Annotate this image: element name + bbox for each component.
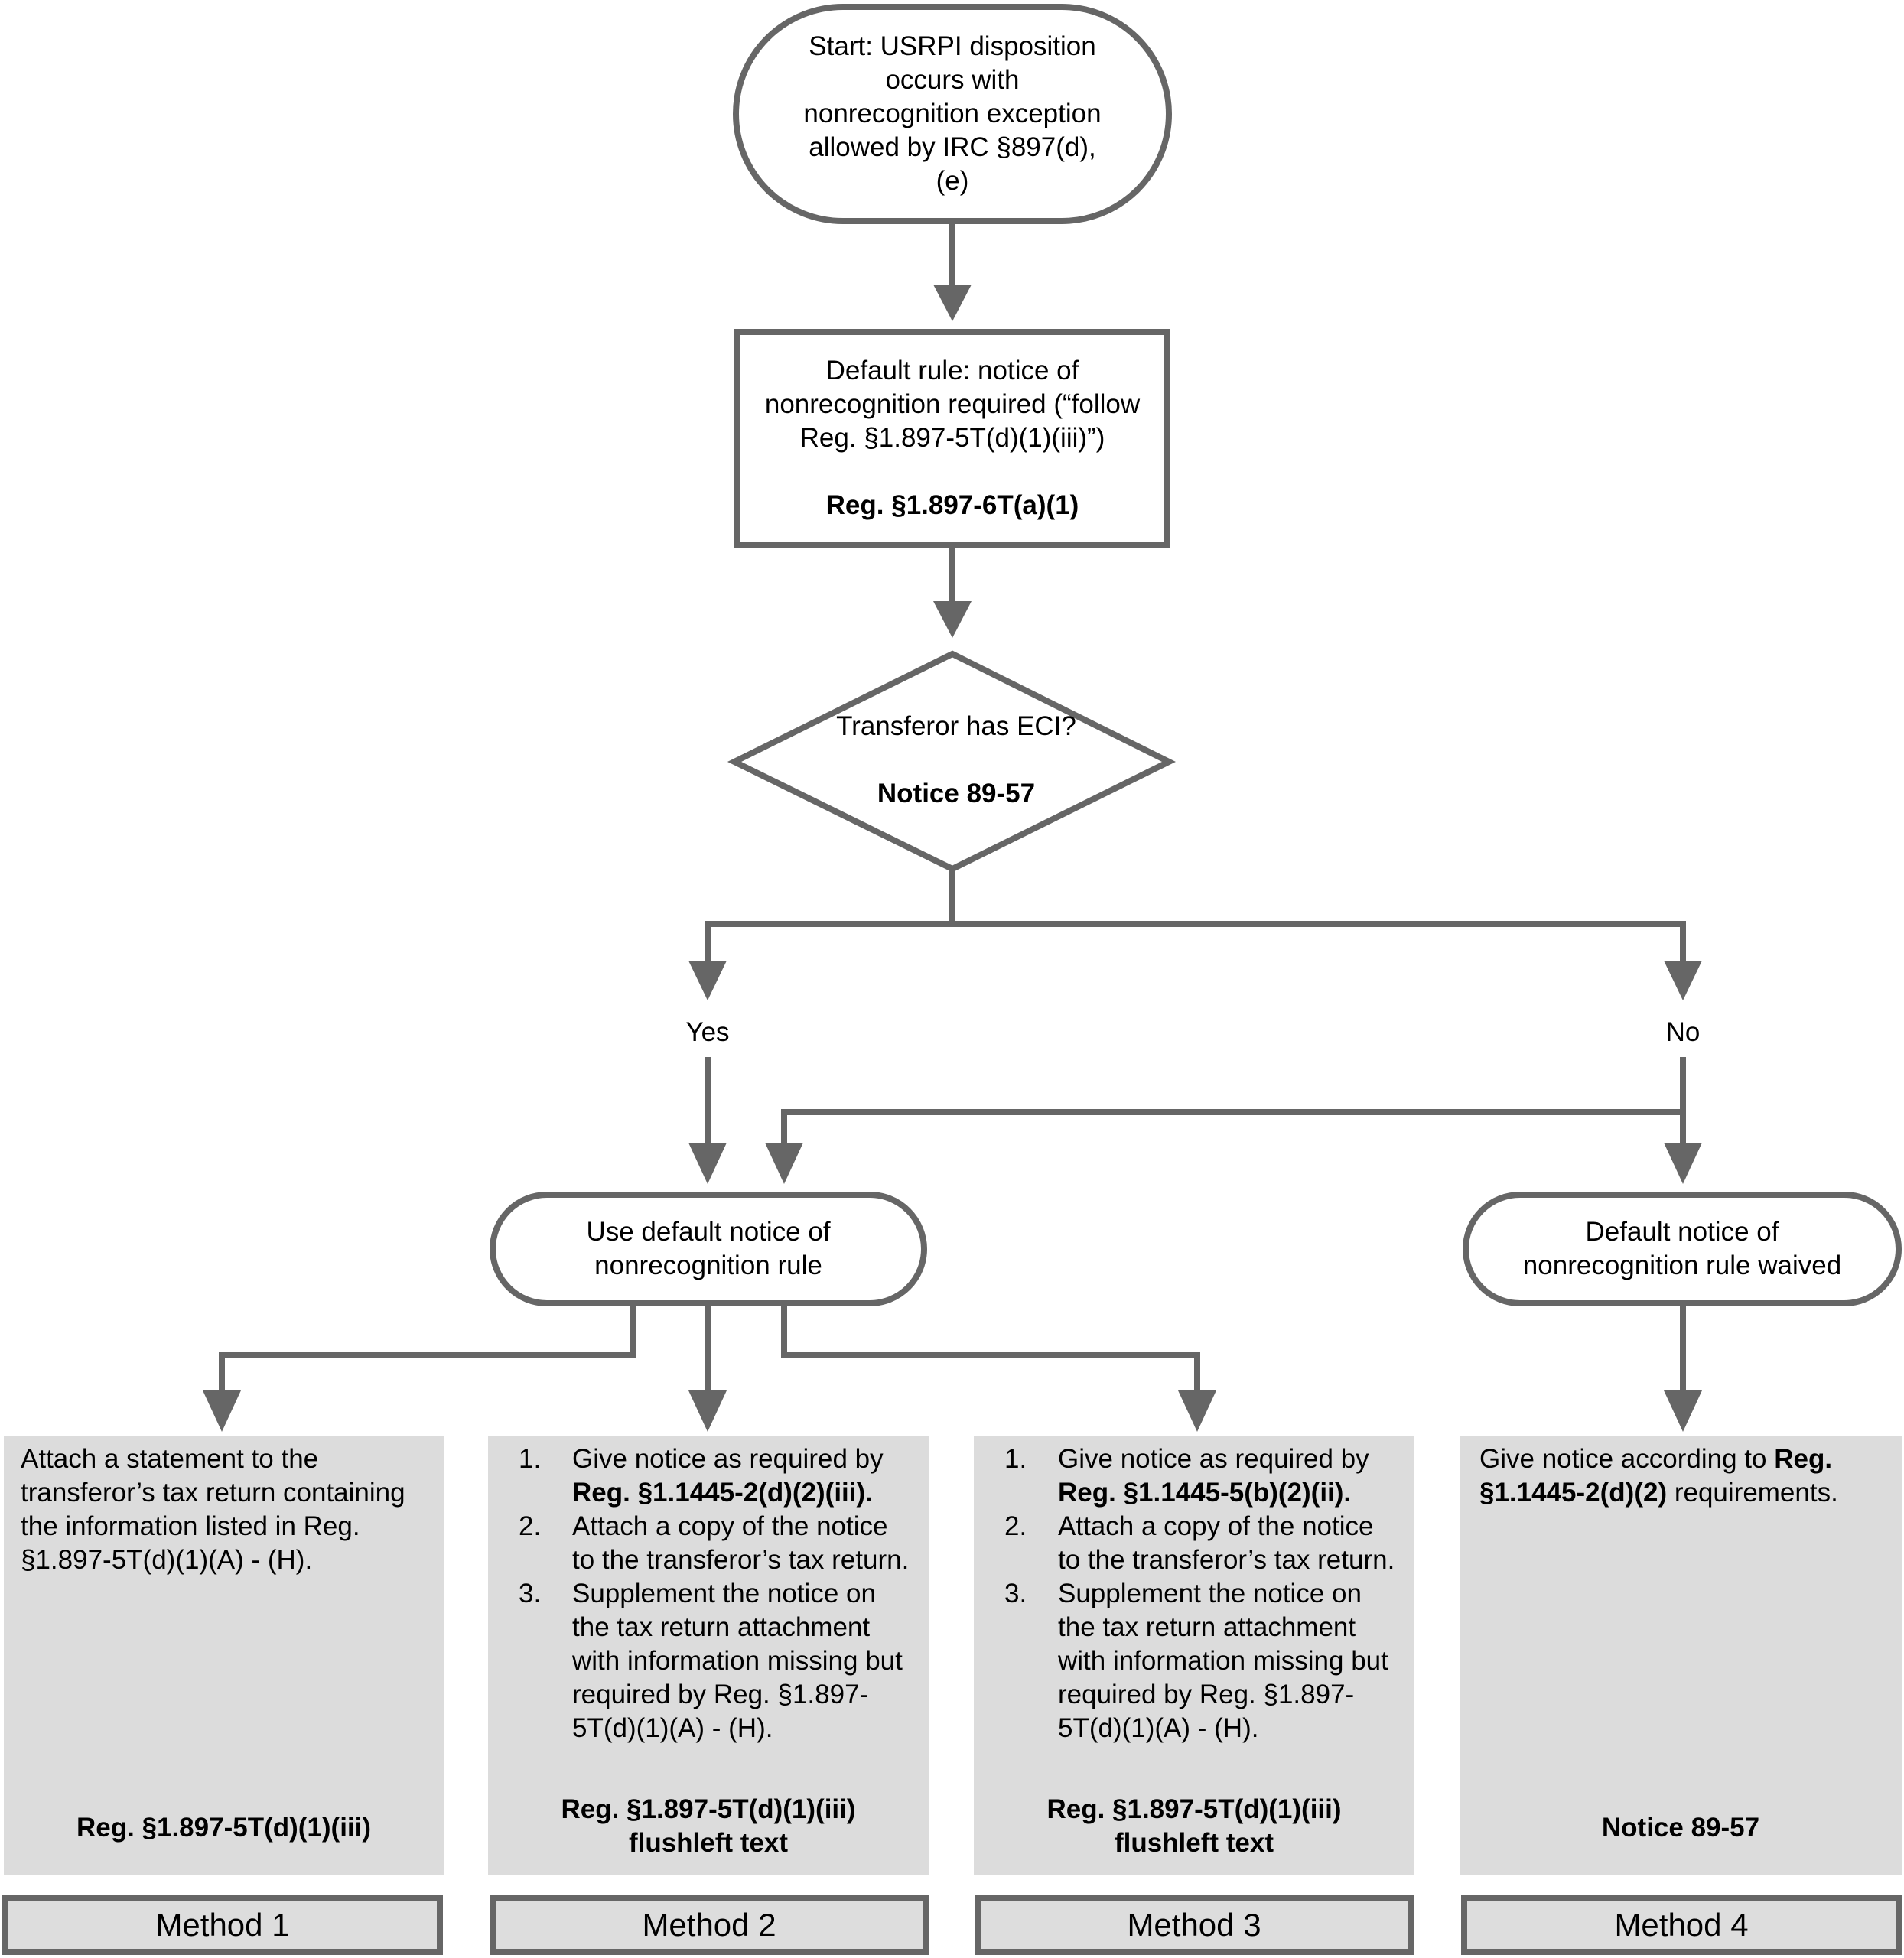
method2-step-1-text: Give notice as required by <box>572 1444 884 1474</box>
method2-step-3-text: Supplement the notice on the tax return … <box>572 1579 903 1743</box>
connector-to-yes <box>705 921 952 961</box>
method3-step-3: 3. Supplement the notice on the tax retur… <box>974 1577 1399 1745</box>
default-rule-reference: Reg. §1.897-6T(a)(1) <box>825 490 1079 520</box>
use-default-terminal: Use default notice of nonrecognition rul… <box>490 1192 927 1306</box>
method2-reference-line2: flushleft text <box>628 1828 789 1858</box>
method2-reference-line1: Reg. §1.897-5T(d)(1)(iii) <box>561 1794 856 1824</box>
method3-step-2-text: Attach a copy of the notice to the trans… <box>1058 1511 1395 1575</box>
connector-to-method3 <box>781 1306 1200 1390</box>
start-terminal: Start: USRPI disposition occurs with non… <box>733 4 1172 224</box>
decision-reference: Notice 89-57 <box>877 779 1036 808</box>
method3-reference-line1: Reg. §1.897-5T(d)(1)(iii) <box>1046 1794 1342 1824</box>
method2-body: 1. Give notice as required by Reg. §1.144… <box>488 1436 929 1745</box>
method2-reference: Reg. §1.897-5T(d)(1)(iii) flushleft text <box>488 1793 929 1860</box>
method3-body: 1. Give notice as required by Reg. §1.144… <box>974 1436 1414 1745</box>
method3-step-2: 2. Attach a copy of the notice to the tra… <box>974 1510 1399 1577</box>
waived-text: Default notice of nonrecognition rule wa… <box>1522 1217 1842 1280</box>
arrowhead-no <box>1664 961 1702 1000</box>
arrowhead-default <box>933 285 972 321</box>
branch-label-yes: Yes <box>685 1017 730 1047</box>
method3-step-1: 1. Give notice as required by Reg. §1.144… <box>974 1442 1399 1510</box>
method3-step-2-number: 2. <box>1004 1511 1027 1541</box>
method3-step-1-text: Give notice as required by <box>1058 1444 1369 1474</box>
method3-step-1-number: 1. <box>1004 1444 1027 1474</box>
method4-body-text: Give notice according to <box>1479 1444 1775 1474</box>
decision-text: Transferor has ECI? Notice 89-57 <box>803 710 1109 811</box>
method4-body-reference: Reg. §1.1445-2(d)(2) <box>1479 1444 1833 1508</box>
arrowhead-use-default-2 <box>765 1143 803 1184</box>
arrowhead-decision <box>933 601 972 638</box>
method4-body-suffix: requirements. <box>1667 1478 1838 1508</box>
method1-reference-line1: Reg. §1.897-5T(d)(1)(iii) <box>76 1813 372 1843</box>
default-rule-text: Default rule: notice of nonrecognition r… <box>764 356 1141 453</box>
connector-no-to-use-default <box>781 1109 1683 1143</box>
method3-reference-line2: flushleft text <box>1114 1828 1274 1858</box>
use-default-text: Use default notice of nonrecognition rul… <box>586 1217 831 1280</box>
method1-reference: Reg. §1.897-5T(d)(1)(iii) <box>4 1811 444 1845</box>
method2-step-3: 3. Supplement the notice on the tax retur… <box>488 1577 913 1745</box>
method2-step-1-reference: Reg. §1.1445-2(d)(2)(iii). <box>572 1478 873 1508</box>
method3-label: Method 3 <box>975 1895 1414 1955</box>
method2-step-2-number: 2. <box>519 1511 542 1541</box>
method1-body: Attach a statement to the transferor’s t… <box>21 1444 405 1575</box>
method2-step-3-number: 3. <box>519 1579 542 1608</box>
method3-step-3-number: 3. <box>1004 1579 1027 1608</box>
method2-step-2: 2. Attach a copy of the notice to the tra… <box>488 1510 913 1577</box>
decision-question: Transferor has ECI? <box>836 711 1076 741</box>
start-text: Start: USRPI disposition occurs with non… <box>803 31 1102 196</box>
method2-label: Method 2 <box>490 1895 929 1955</box>
connector-to-no <box>952 921 1686 961</box>
waived-terminal: Default notice of nonrecognition rule wa… <box>1463 1192 1902 1306</box>
arrowhead-method1 <box>203 1390 241 1432</box>
method2-steps: 1. Give notice as required by Reg. §1.144… <box>488 1442 913 1745</box>
method3-reference: Reg. §1.897-5T(d)(1)(iii) flushleft text <box>974 1793 1414 1860</box>
arrowhead-waived <box>1664 1143 1702 1184</box>
method4-label: Method 4 <box>1461 1895 1902 1955</box>
branch-label-no: No <box>1665 1017 1701 1047</box>
method4-box: Give notice according to Reg. §1.1445-2(… <box>1460 1436 1902 1875</box>
method2-step-1-number: 1. <box>519 1444 542 1474</box>
method3-step-1-reference: Reg. §1.1445-5(b)(2)(ii). <box>1058 1478 1352 1508</box>
method1-label: Method 1 <box>2 1895 443 1955</box>
method3-box: 1. Give notice as required by Reg. §1.144… <box>974 1436 1414 1875</box>
arrowhead-method4 <box>1664 1390 1702 1432</box>
method3-steps: 1. Give notice as required by Reg. §1.144… <box>974 1442 1399 1745</box>
arrowhead-method3 <box>1178 1390 1216 1432</box>
arrowhead-use-default <box>688 1143 727 1184</box>
method4-body: Give notice according to Reg. §1.1445-2(… <box>1460 1436 1902 1510</box>
arrowhead-yes <box>688 961 727 1000</box>
method4-reference: Notice 89-57 <box>1460 1811 1902 1845</box>
method4-reference-line1: Notice 89-57 <box>1601 1813 1760 1843</box>
method1-box: Attach a statement to the transferor’s t… <box>4 1436 444 1875</box>
method3-step-3-text: Supplement the notice on the tax return … <box>1058 1579 1388 1743</box>
method2-step-1: 1. Give notice as required by Reg. §1.144… <box>488 1442 913 1510</box>
default-rule-box: Default rule: notice of nonrecognition r… <box>734 329 1170 548</box>
arrowhead-method2 <box>688 1390 727 1432</box>
connector-to-method1 <box>219 1306 636 1390</box>
method2-step-2-text: Attach a copy of the notice to the trans… <box>572 1511 910 1575</box>
method2-box: 1. Give notice as required by Reg. §1.144… <box>488 1436 929 1875</box>
